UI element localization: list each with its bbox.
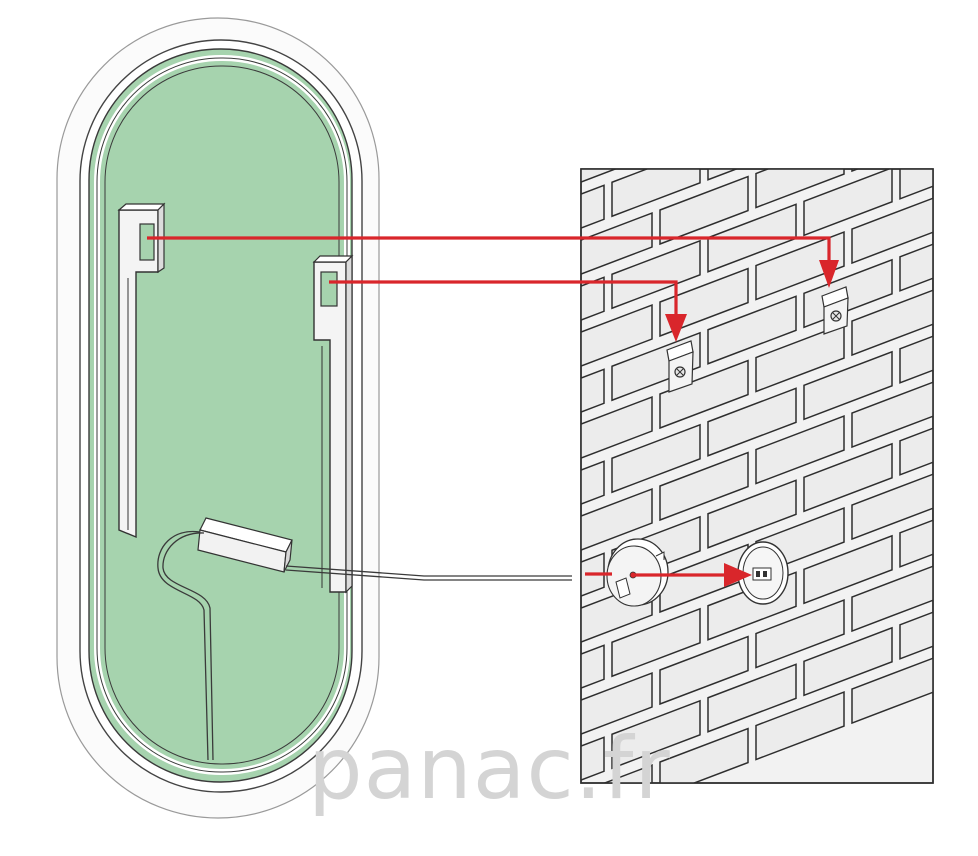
wall-brick (899, 519, 933, 568)
wall-brick (803, 350, 893, 421)
wall-brick (755, 690, 845, 761)
wall-brick (581, 736, 605, 781)
wall-brick (602, 763, 653, 783)
wall-brick (851, 289, 933, 357)
wall-brick (581, 303, 653, 367)
wall-brick (611, 169, 701, 218)
wall-brick (899, 611, 933, 660)
wall-brick (948, 251, 978, 318)
wall-brick (468, 342, 556, 409)
left-hanging-bracket (117, 202, 166, 539)
wall-brick (851, 197, 933, 265)
wall-brick (851, 657, 933, 725)
wall-brick (948, 435, 978, 502)
wall-brick (755, 230, 845, 301)
wall-brick (581, 460, 605, 505)
arrow-head-junction-box (724, 563, 752, 587)
electrical-junction-box-icon (737, 541, 789, 605)
wall-brick (611, 607, 701, 678)
wall-brick (948, 527, 978, 594)
wall-brick (852, 12, 940, 79)
wall-hook-right (821, 286, 849, 335)
wall-brick (659, 359, 749, 430)
wall-brick (581, 644, 605, 689)
wall-brick (851, 381, 933, 449)
wall-brick (755, 598, 845, 669)
wall-brick (707, 479, 797, 549)
wall-brick (755, 169, 845, 209)
brick-wall (468, 0, 978, 784)
wall-brick (581, 169, 618, 183)
wall-brick (468, 618, 556, 685)
wall-brick (803, 442, 893, 513)
wall-brick (948, 343, 978, 410)
wall-brick (851, 473, 933, 541)
led-driver-box-icon (197, 517, 293, 573)
wall-brick (948, 0, 978, 43)
wall-brick (611, 423, 701, 494)
wall-brick (899, 427, 933, 476)
wall-brick (948, 67, 978, 134)
wall-brick (899, 335, 933, 384)
wall-brick (581, 487, 653, 551)
cable-cover-plate-icon (606, 538, 669, 607)
wall-brick (581, 276, 605, 321)
wall-brick (851, 565, 933, 633)
wall-brick (611, 699, 701, 770)
oval-mirror (56, 17, 572, 819)
wall-brick (581, 368, 605, 413)
wall-brick (803, 626, 893, 697)
wall-brick (581, 184, 605, 229)
wall-brick (707, 663, 797, 733)
right-hanging-bracket (312, 254, 354, 594)
wall-brick (755, 414, 845, 485)
installation-arrows (147, 236, 831, 577)
wall-brick (755, 322, 845, 393)
wall-brick (899, 243, 933, 292)
wall-brick (707, 295, 797, 365)
wall-brick (948, 159, 978, 226)
wall-brick (899, 169, 933, 200)
wall-brick (581, 671, 653, 735)
wall-brick (756, 48, 844, 115)
wall-hook-left (666, 340, 694, 393)
wall-brick (707, 387, 797, 457)
wall-brick (851, 169, 860, 173)
wall-brick (803, 534, 893, 605)
power-cable (157, 530, 572, 761)
arrow-heads (665, 260, 839, 587)
wall-brick (468, 434, 556, 501)
wall-brick (659, 635, 749, 706)
wall-brick (804, 76, 892, 143)
arrow-right-bracket-to-left-hook (329, 280, 678, 316)
wall-brick (659, 451, 749, 522)
wall-brick (611, 239, 701, 310)
wall-brick (659, 175, 749, 246)
wall-brick (900, 39, 978, 106)
arrow-head-right-hook (819, 260, 839, 288)
wall-brick (948, 619, 978, 686)
arrow-left-bracket-to-right-hook (147, 236, 831, 262)
wall-brick (707, 169, 739, 181)
arrow-head-left-hook (665, 314, 687, 342)
wall-brick (468, 526, 556, 593)
wall-brick (468, 158, 556, 225)
wall-brick (581, 395, 653, 459)
wall-brick (581, 211, 653, 275)
wall-brick (803, 169, 893, 237)
wall-brick (659, 727, 749, 783)
watermark: panac.fr (308, 719, 671, 819)
wall-brick (660, 85, 748, 152)
